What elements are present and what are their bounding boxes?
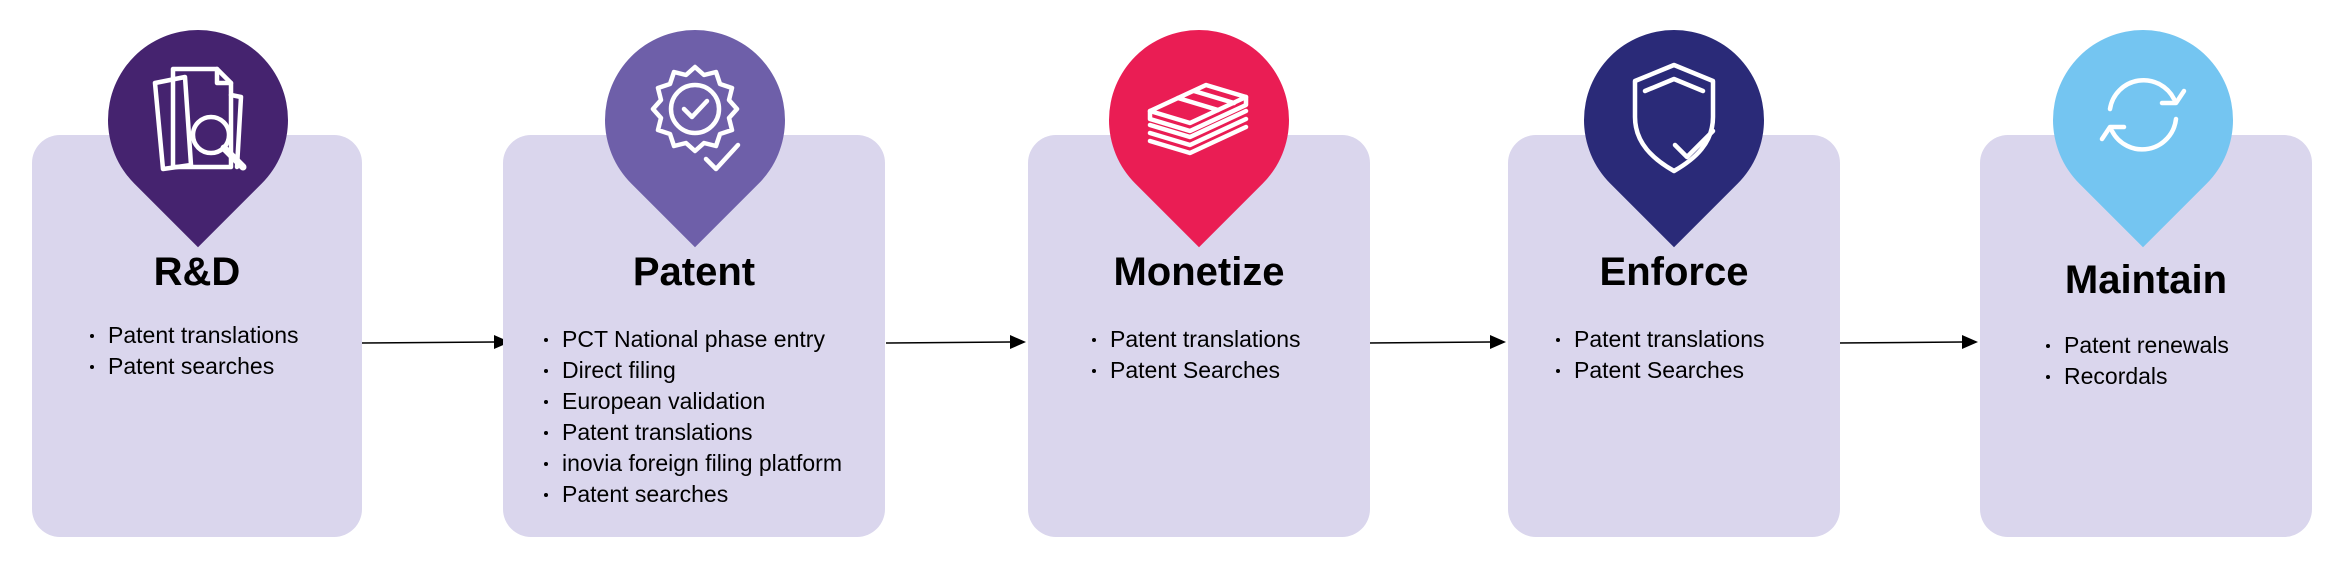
list-item: Patent translations (542, 417, 842, 448)
stage-list-rd: Patent translations Patent searches (88, 320, 299, 382)
stage-list-patent: PCT National phase entry Direct filing E… (542, 324, 842, 510)
list-item: Patent Searches (1090, 355, 1301, 386)
list-item: Patent translations (88, 320, 299, 351)
list-item: European validation (542, 386, 842, 417)
flow-arrow-1 (361, 335, 510, 349)
shield-check-icon (1609, 55, 1739, 185)
flow-arrow-3 (1367, 335, 1506, 349)
list-item: PCT National phase entry (542, 324, 842, 355)
list-item: Patent translations (1090, 324, 1301, 355)
stage-title-enforce: Enforce (1599, 250, 1749, 294)
money-stack-icon (1134, 55, 1264, 185)
list-item: Direct filing (542, 355, 842, 386)
list-item: Patent Searches (1554, 355, 1765, 386)
list-item: Patent renewals (2044, 330, 2229, 361)
stage-title-maintain: Maintain (2064, 258, 2228, 302)
stage-title-monetize: Monetize (1113, 250, 1285, 294)
list-item: Patent searches (88, 351, 299, 382)
list-item: Patent searches (542, 479, 842, 510)
list-item: Patent translations (1554, 324, 1765, 355)
refresh-cycle-icon (2078, 55, 2208, 185)
stage-title-rd: R&D (153, 250, 241, 294)
list-item: Recordals (2044, 361, 2229, 392)
flow-arrow-4 (1837, 335, 1978, 349)
flow-arrow-2 (885, 335, 1026, 349)
stage-title-patent: Patent (632, 250, 756, 294)
stage-list-monetize: Patent translations Patent Searches (1090, 324, 1301, 386)
stage-list-enforce: Patent translations Patent Searches (1554, 324, 1765, 386)
certificate-badge-icon (630, 55, 760, 185)
document-search-icon (133, 55, 263, 185)
stage-list-maintain: Patent renewals Recordals (2044, 330, 2229, 392)
list-item: inovia foreign filing platform (542, 448, 842, 479)
